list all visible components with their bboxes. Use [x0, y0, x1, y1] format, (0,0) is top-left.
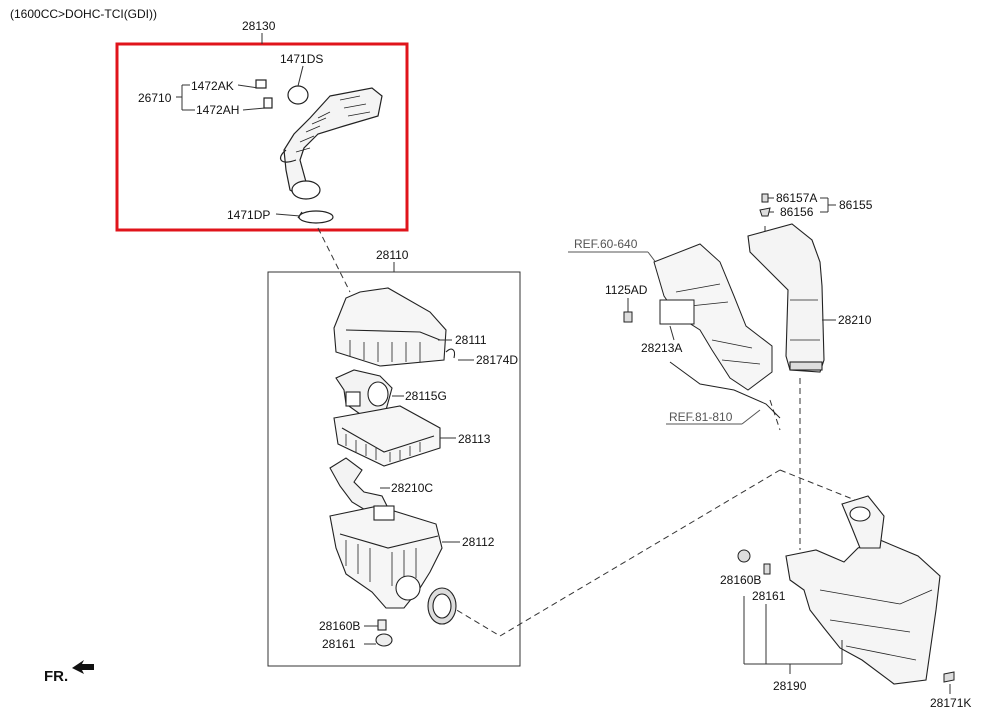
ref-81-810[interactable]: REF.81-810 — [669, 410, 733, 424]
label-86155[interactable]: 86155 — [839, 198, 873, 212]
label-1472AH[interactable]: 1472AH — [196, 103, 240, 117]
ref-60-640[interactable]: REF.60-640 — [574, 237, 638, 251]
label-28160B-left[interactable]: 28160B — [319, 619, 361, 633]
left-small-parts — [375, 619, 393, 647]
inlet-duct-drawing — [329, 457, 389, 515]
upper-cover-drawing — [333, 287, 456, 367]
bracket-26710 — [176, 84, 266, 111]
label-28171K[interactable]: 28171K — [930, 696, 972, 710]
highlight-box-28130 — [115, 42, 409, 232]
air-duct-drawing — [747, 223, 825, 373]
front-arrow-icon — [72, 660, 94, 674]
label-28115G[interactable]: 28115G — [405, 389, 447, 403]
label-28161-left[interactable]: 28161 — [322, 637, 356, 651]
label-1471DS[interactable]: 1471DS — [280, 52, 324, 66]
label-28190[interactable]: 28190 — [773, 679, 807, 693]
cable-drawing — [669, 361, 781, 419]
label-28210C[interactable]: 28210C — [391, 481, 434, 495]
label-28161-right[interactable]: 28161 — [752, 589, 786, 603]
label-28130[interactable]: 28130 — [242, 19, 276, 33]
bolt-1125AD — [623, 311, 633, 323]
clip-fasteners — [759, 193, 771, 217]
label-1125AD[interactable]: 1125AD — [605, 283, 648, 297]
bracket-86155 — [768, 197, 836, 213]
label-28112[interactable]: 28112 — [462, 535, 495, 549]
label-28160B-right[interactable]: 28160B — [720, 573, 762, 587]
leader-1471DS — [297, 65, 304, 87]
label-28113[interactable]: 28113 — [458, 432, 491, 446]
front-direction-label: FR. — [44, 668, 69, 685]
intake-hose-drawing — [255, 79, 383, 224]
label-1472AK[interactable]: 1472AK — [191, 79, 234, 93]
body-panel-drawing — [653, 243, 773, 391]
label-28213A[interactable]: 28213A — [641, 341, 683, 355]
label-28110[interactable]: 28110 — [376, 248, 409, 262]
label-86156[interactable]: 86156 — [780, 205, 814, 219]
label-1471DP[interactable]: 1471DP — [227, 208, 271, 222]
ref-81-810-leader — [741, 409, 761, 425]
label-26710[interactable]: 26710 — [138, 91, 172, 105]
label-28111[interactable]: 28111 — [455, 333, 487, 347]
filter-element-drawing — [333, 405, 441, 467]
engine-label: (1600CC>DOHC-TCI(GDI)) — [10, 7, 158, 21]
resonator-drawing — [785, 495, 941, 685]
right-small-parts — [737, 549, 955, 683]
label-28210[interactable]: 28210 — [838, 313, 872, 327]
lower-case-drawing — [329, 505, 457, 625]
sensor-drawing — [335, 369, 393, 415]
leader-28213A — [669, 325, 675, 341]
label-28174D[interactable]: 28174D — [476, 353, 519, 367]
leader-1471DP — [275, 213, 301, 217]
bracket-28190 — [743, 596, 843, 674]
label-86157A[interactable]: 86157A — [776, 191, 818, 205]
